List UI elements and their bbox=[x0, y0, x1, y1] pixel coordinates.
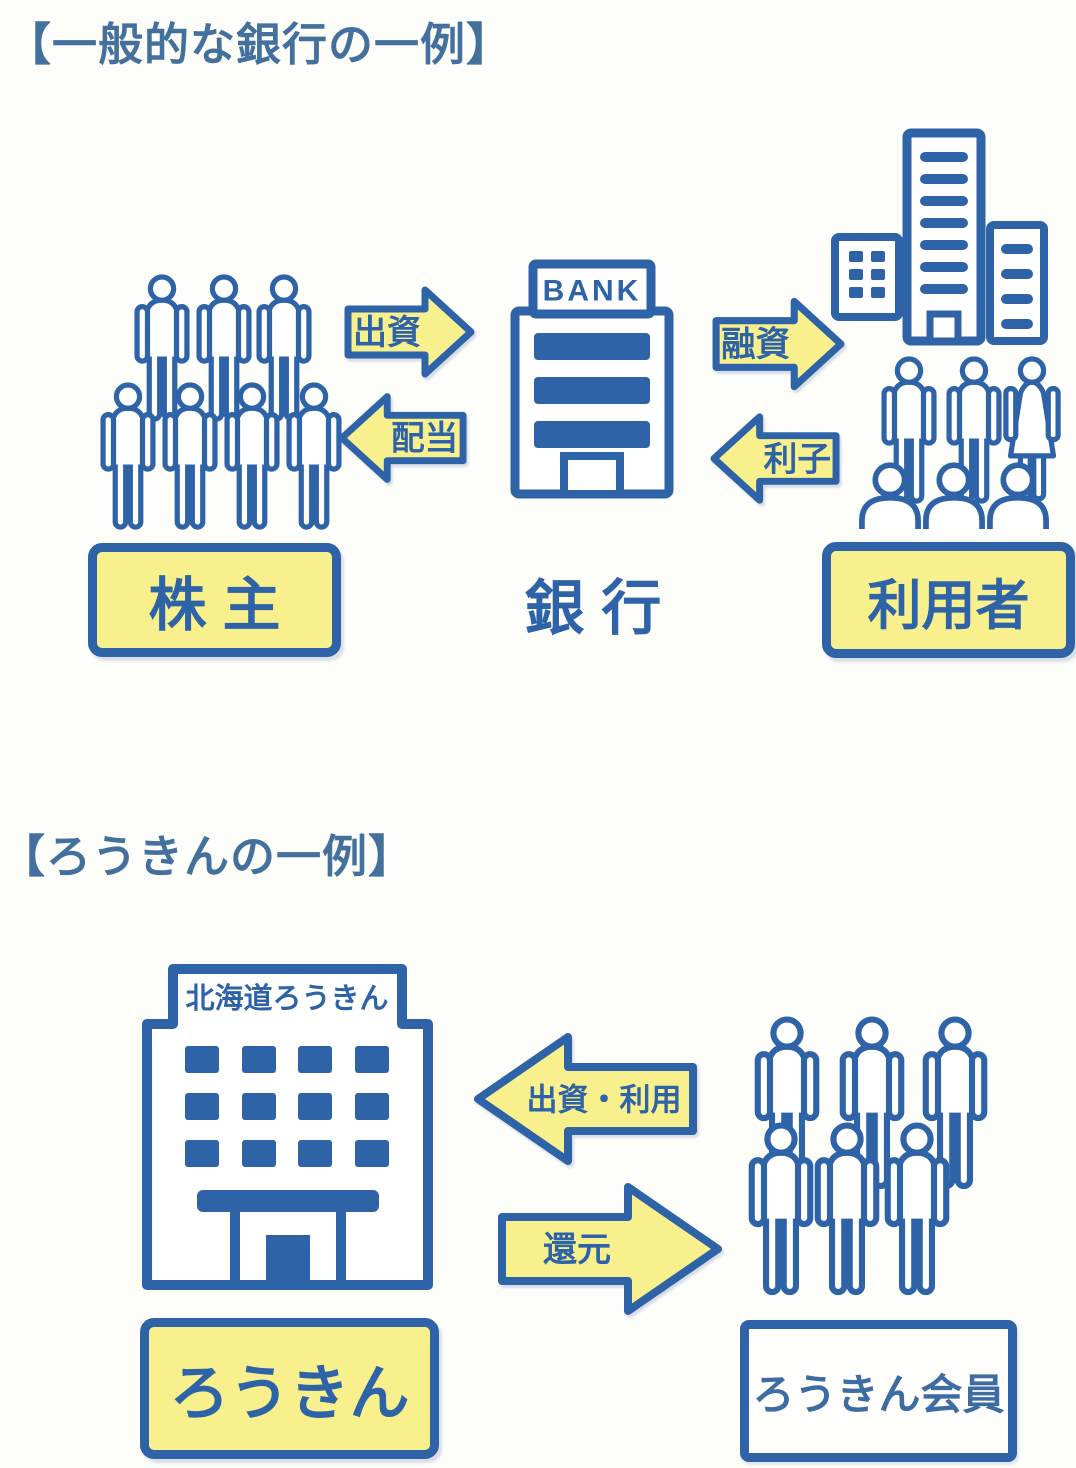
shareholders-label-box: 株 主 bbox=[88, 543, 341, 657]
rokin-label-box: ろうきん bbox=[140, 1318, 439, 1459]
section1-title: 【一般的な銀行の一例】 bbox=[6, 19, 513, 70]
loan-arrow-label: 融資 bbox=[721, 326, 790, 364]
rokin-label: ろうきん bbox=[169, 1360, 410, 1427]
users-label: 利用者 bbox=[867, 575, 1030, 636]
invest-use-arrow-label: 出資・利用 bbox=[527, 1083, 682, 1118]
rokin-sign-text: 北海道ろうきん bbox=[185, 982, 388, 1015]
office-buildings-icon bbox=[831, 128, 1048, 346]
arrow-left-icon: 出資・利用 bbox=[474, 1033, 697, 1165]
users-label-box: 利用者 bbox=[822, 542, 1075, 658]
shareholders-group bbox=[95, 272, 355, 534]
return-arrow-label: 還元 bbox=[543, 1231, 611, 1269]
members-label-box: ろうきん会員 bbox=[740, 1320, 1017, 1462]
members-group bbox=[745, 1014, 1015, 1301]
person-bust-icon bbox=[986, 462, 1050, 529]
person-bust-icon bbox=[858, 462, 922, 529]
arrow-left-icon: 利子 bbox=[710, 413, 840, 504]
person-icon bbox=[285, 382, 343, 533]
person-icon bbox=[747, 1122, 815, 1299]
arrow-left-icon: 配当 bbox=[338, 393, 467, 483]
person-bust-icon bbox=[922, 462, 986, 529]
interest-arrow-label: 利子 bbox=[764, 440, 831, 478]
person-icon bbox=[813, 1122, 881, 1299]
shareholders-label: 株 主 bbox=[148, 573, 281, 638]
bank-building-icon: BANK bbox=[510, 259, 674, 499]
person-icon bbox=[99, 382, 157, 533]
rokin-building-icon: 北海道ろうきん bbox=[142, 964, 433, 1290]
arrow-right-icon: 還元 bbox=[498, 1183, 722, 1315]
person-icon bbox=[161, 382, 219, 533]
bank-label: 銀 行 bbox=[524, 575, 662, 642]
section2-title: 【ろうきんの一例】 bbox=[0, 831, 415, 882]
person-icon bbox=[223, 382, 281, 533]
users-group bbox=[855, 356, 1070, 531]
members-label: ろうきん会員 bbox=[752, 1370, 1005, 1418]
arrow-right-icon: 出資 bbox=[344, 286, 475, 378]
invest-arrow-label: 出資 bbox=[353, 314, 421, 352]
bank-sign-text: BANK bbox=[543, 275, 642, 308]
dividend-arrow-label: 配当 bbox=[391, 420, 458, 457]
arrow-right-icon: 融資 bbox=[712, 297, 845, 391]
person-icon bbox=[883, 1122, 951, 1299]
